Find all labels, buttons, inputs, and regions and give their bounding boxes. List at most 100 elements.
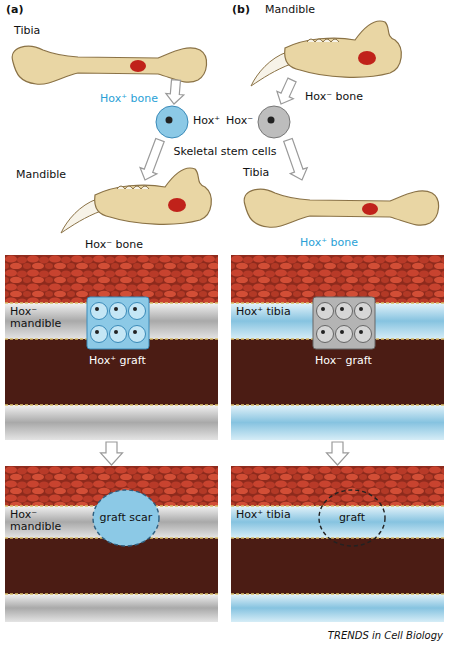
flow-arrow <box>284 139 307 180</box>
graft-cell <box>110 326 127 343</box>
panel-letter: (a) <box>6 3 23 16</box>
figure-label: Mandible <box>265 3 315 16</box>
bone-panel: Hox⁺ tibiaHox⁻ graft <box>231 255 444 440</box>
bone-label: Hox⁻ graft <box>315 355 425 367</box>
marrow <box>5 538 218 594</box>
nucleus <box>95 307 99 311</box>
source-credit: TRENDS in Cell Biology <box>328 629 443 642</box>
flow-arrow <box>277 78 296 104</box>
graft-label: graft <box>339 512 365 524</box>
bone-section <box>231 466 444 622</box>
bone-section <box>5 466 218 622</box>
figure-label: Hox⁺ bone <box>300 236 358 249</box>
graft-site <box>362 203 378 215</box>
nucleus <box>133 330 137 334</box>
graft-site <box>168 198 186 212</box>
figure-label: Hox⁺ bone <box>100 92 158 105</box>
cortical-bone <box>231 594 444 622</box>
bone-section <box>231 255 444 440</box>
tibia-bone <box>244 189 438 227</box>
bone-section <box>5 255 218 440</box>
figure-label: Hox⁺ <box>193 114 220 127</box>
figure-label: Tibia <box>14 24 40 37</box>
cortical-bone <box>231 405 444 440</box>
tissue-layer <box>231 466 444 506</box>
tibia-outline <box>12 46 206 84</box>
graft-cell <box>91 303 108 320</box>
periosteum <box>5 404 218 406</box>
nucleus <box>166 117 173 124</box>
bone-panel: Hox⁺ tibia graft <box>231 466 444 622</box>
cell-graft <box>313 297 375 349</box>
bone-label: Hox⁺ tibia <box>236 509 298 521</box>
periosteum <box>5 593 218 595</box>
stem-cell <box>258 106 290 138</box>
cortical-bone <box>5 405 218 440</box>
nucleus <box>268 117 275 124</box>
tibia-outline <box>244 189 438 227</box>
bone-label: Hox⁻ mandible <box>10 306 72 330</box>
figure-label: Hox⁻ <box>226 114 253 127</box>
figure-label: Hox⁻ bone <box>85 238 143 251</box>
graft-cell <box>129 326 146 343</box>
nucleus <box>133 307 137 311</box>
nucleus <box>114 307 118 311</box>
nucleus <box>340 307 344 311</box>
bone-panel: Hox⁻ mandible graft scar <box>5 466 218 622</box>
flow-arrow <box>101 442 123 465</box>
graft-site <box>358 51 376 65</box>
figure-label: Hox⁻ bone <box>305 90 363 103</box>
graft-label: graft scar <box>100 512 153 524</box>
graft-cell <box>355 303 372 320</box>
cell-graft <box>87 297 149 349</box>
graft-cell <box>110 303 127 320</box>
periosteum <box>231 404 444 406</box>
flow-arrow <box>327 442 349 465</box>
nucleus <box>114 330 118 334</box>
graft-site <box>130 60 146 72</box>
cortical-bone <box>5 594 218 622</box>
stem-cell <box>156 106 188 138</box>
mandible-bone <box>61 168 211 233</box>
flow-arrow <box>140 138 164 180</box>
flow-arrow <box>166 80 184 104</box>
graft-cell <box>91 326 108 343</box>
graft-cell <box>317 326 334 343</box>
panel-letter: (b) <box>232 3 250 16</box>
bone-label: Hox⁻ mandible <box>10 509 72 533</box>
graft-circle: graft <box>317 488 387 548</box>
graft-outline <box>319 490 385 546</box>
graft-cell <box>317 303 334 320</box>
graft-cell <box>355 326 372 343</box>
figure-label: Tibia <box>243 166 269 179</box>
cortical-bone <box>231 506 444 538</box>
graft-cell <box>129 303 146 320</box>
tissue-layer <box>231 255 444 303</box>
molars <box>117 186 149 189</box>
molars <box>307 39 339 42</box>
nucleus <box>359 307 363 311</box>
graft-outline <box>93 490 159 546</box>
nucleus <box>321 307 325 311</box>
bone-label: Hox⁺ tibia <box>236 306 298 318</box>
mandible-bone <box>251 21 401 86</box>
periosteum <box>231 537 444 539</box>
graft-circle: graft scar <box>91 488 161 548</box>
nucleus <box>321 330 325 334</box>
figure-label: Skeletal stem cells <box>164 145 286 158</box>
mandible-outline <box>285 21 402 77</box>
graft-cell <box>336 326 353 343</box>
periosteum <box>231 505 444 507</box>
graft-cell <box>336 303 353 320</box>
periosteum <box>231 593 444 595</box>
bone-label: Hox⁺ graft <box>89 355 199 367</box>
tissue-layer <box>5 255 218 303</box>
figure-label: Mandible <box>16 168 66 181</box>
tibia-bone <box>12 46 206 84</box>
nucleus <box>359 330 363 334</box>
bone-panel: Hox⁻ mandibleHox⁺ graft <box>5 255 218 440</box>
nucleus <box>340 330 344 334</box>
marrow <box>231 538 444 594</box>
